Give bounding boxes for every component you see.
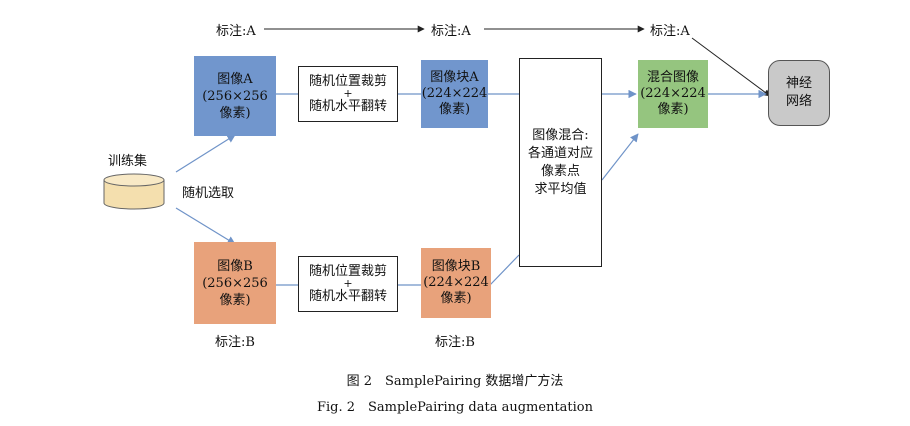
image-a-line-3: 像素) [219, 105, 251, 121]
label-a-2: 标注:A [431, 24, 471, 39]
patch-b-line-1: 图像块B [431, 259, 481, 274]
mixed-image-line-3: 像素) [657, 102, 689, 117]
image-a-line-2: (256×256 [202, 88, 268, 104]
patch-a-line-3: 像素) [438, 102, 471, 117]
mixing-line-4: 求平均值 [534, 181, 587, 197]
image-b-line-1: 图像B [217, 258, 253, 274]
label-arrow-3 [691, 37, 771, 97]
label-a-1: 标注:A [216, 24, 256, 39]
crop-flip-b-line-1: 随机位置裁剪 [308, 264, 387, 279]
label-a-3: 标注:A [650, 24, 690, 39]
image-b-node: 图像B (256×256 像素) [194, 242, 276, 324]
label-b-1: 标注:B [215, 335, 255, 350]
edge-patch-b-to-mix [489, 254, 520, 286]
label-b-2: 标注:B [435, 335, 475, 350]
neural-network-node: 神经 网络 [768, 60, 830, 126]
image-a-node: 图像A (256×256 像素) [194, 56, 276, 136]
crop-flip-b-line-3: 随机水平翻转 [308, 289, 387, 304]
mixed-image-line-2: (224×224 [640, 86, 706, 101]
figure-caption-en: Fig. 2 SamplePairing data augmentation [316, 400, 594, 415]
image-a-line-1: 图像A [217, 71, 253, 87]
patch-a-line-2: (224×224 [421, 86, 488, 101]
patch-a-node: 图像块A (224×224 像素) [421, 60, 488, 128]
patch-b-node: 图像块B (224×224 像素) [421, 248, 491, 318]
crop-flip-b-plus: + [343, 277, 353, 290]
crop-flip-a-node: 随机位置裁剪 + 随机水平翻转 [298, 66, 398, 122]
mixing-line-2: 各通道对应 [527, 145, 593, 161]
edge-trainset-to-image-a [175, 134, 236, 173]
image-b-line-2: (256×256 [202, 275, 268, 291]
neural-network-line-2: 网络 [785, 94, 812, 109]
mixed-image-line-1: 混合图像 [646, 70, 699, 85]
crop-flip-a-plus: + [343, 87, 353, 100]
patch-a-line-1: 图像块A [430, 70, 479, 85]
mixing-line-1: 图像混合: [532, 127, 589, 143]
patch-b-line-2: (224×224 [423, 275, 489, 290]
mixing-node: 图像混合: 各通道对应 像素点 求平均值 [519, 58, 602, 267]
mixed-image-node: 混合图像 (224×224 像素) [638, 60, 708, 128]
patch-b-line-3: 像素) [440, 291, 472, 306]
crop-flip-a-line-1: 随机位置裁剪 [308, 74, 387, 89]
crop-flip-a-line-3: 随机水平翻转 [308, 99, 387, 114]
trainset-label: 训练集 [108, 154, 148, 169]
neural-network-line-1: 神经 [785, 76, 812, 91]
edge-trainset-to-image-b [175, 207, 236, 245]
random-select-label: 随机选取 [182, 186, 235, 201]
image-b-line-3: 像素) [219, 292, 251, 308]
crop-flip-b-node: 随机位置裁剪 + 随机水平翻转 [298, 256, 398, 312]
edge-mix-to-mixed-bottom [601, 133, 639, 181]
figure-caption-cn: 图 2 SamplePairing 数据增广方法 [346, 374, 564, 389]
mixing-line-3: 像素点 [540, 163, 580, 179]
dataset-cylinder-icon [103, 173, 165, 210]
